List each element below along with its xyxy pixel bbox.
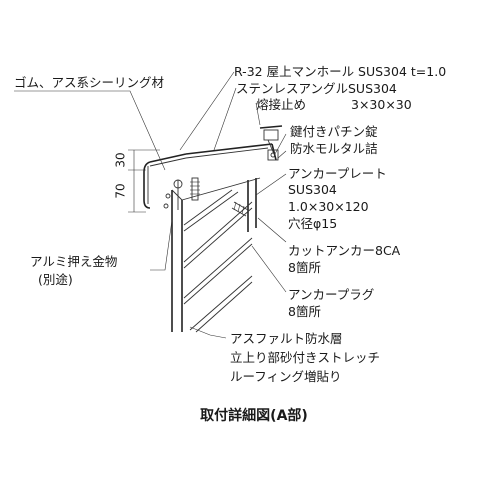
label-manhole: R-32 屋上マンホール SUS304 t=1.0 xyxy=(234,64,446,79)
leader-lines xyxy=(14,71,287,339)
label-mortar: 防水モルタル詰 xyxy=(290,141,378,156)
label-cut-anchor-1: カットアンカー8CA xyxy=(288,243,401,258)
label-plate-4: 穴径φ15 xyxy=(288,216,337,231)
lock-bolt xyxy=(267,149,279,161)
label-plate-1: アンカープレート xyxy=(288,166,387,181)
concrete-curb xyxy=(171,189,183,332)
anchor-plug xyxy=(231,201,249,217)
label-asphalt-2: 立上り部砂付きストレッチ xyxy=(230,350,380,365)
label-clamp-2: (別途) xyxy=(38,272,73,287)
dim-70-label: 70 xyxy=(114,183,128,198)
label-plate-3: 1.0×30×120 xyxy=(288,199,369,214)
drawing-caption: 取付詳細図(A部) xyxy=(200,407,308,424)
stainless-angle xyxy=(259,125,283,155)
label-angle: ステンレスアングルSUS304 xyxy=(236,81,397,96)
diagonal-braces xyxy=(183,189,253,333)
label-clamp-1: アルミ押え金物 xyxy=(30,254,117,269)
dim-30-label: 30 xyxy=(114,152,128,167)
label-weld: 熔接止め xyxy=(256,97,306,112)
label-plug-2: 8箇所 xyxy=(288,304,321,319)
label-lock: 鍵付きパチン錠 xyxy=(290,124,378,139)
anchor-bolts xyxy=(163,177,200,210)
dimension-lines xyxy=(128,149,160,213)
label-asphalt-3: ルーフィング増貼り xyxy=(230,369,342,384)
label-weld-size: 3×30×30 xyxy=(351,97,412,112)
manhole-cover xyxy=(143,143,277,209)
label-plate-2: SUS304 xyxy=(288,182,337,197)
label-cut-anchor-2: 8箇所 xyxy=(288,260,321,275)
label-asphalt-1: アスファルト防水層 xyxy=(230,331,343,346)
label-sealant: ゴム、アス系シーリング材 xyxy=(14,75,164,90)
label-plug-1: アンカープラグ xyxy=(288,287,374,302)
